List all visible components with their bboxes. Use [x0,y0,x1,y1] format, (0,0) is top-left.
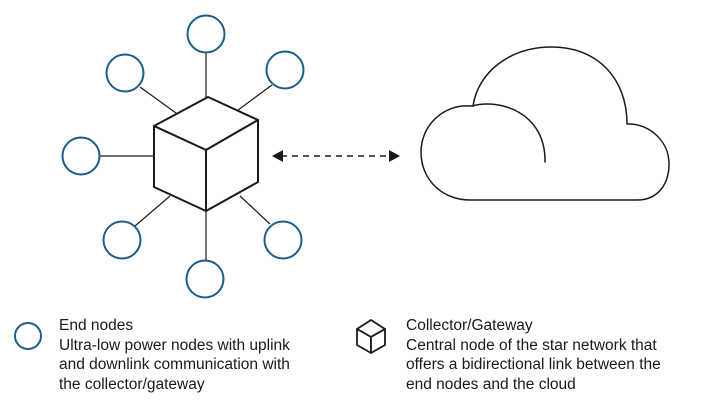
legend-collector-gateway-title: Collector/Gateway [406,317,533,334]
end-node-bottom-left [102,220,142,260]
gateway-cube-icon [153,96,259,212]
end-node-left [61,136,101,176]
legend-end-nodes: End nodes Ultra-low power nodes with upl… [59,316,290,394]
end-nodes [61,14,305,299]
legend-cube-icon [356,319,386,354]
legend-collector-gateway-desc-line-3: end nodes and the cloud [406,375,576,393]
legend-end-nodes-desc-line-1: Ultra-low power nodes with uplink [59,336,290,354]
legend-collector-gateway-desc-line-2: offers a bidirectional link between the [406,356,661,373]
legend-end-nodes-desc-line-3: the collector/gateway [59,375,205,393]
end-node-bottom [185,259,225,299]
legend-collector-gateway-desc-line-1: Central node of the star network that [406,336,657,354]
spoke-bottom-left [134,195,171,227]
end-node-bottom-right [263,220,303,260]
end-node-top [186,14,226,54]
legend-collector-gateway: Collector/Gateway Central node of the st… [406,316,661,394]
legend-end-nodes-desc-line-2: and downlink communication with [59,356,290,373]
cloud-icon [420,46,670,201]
end-node-top-right [265,50,305,90]
spoke-top-left [139,86,177,114]
legend-end-nodes-title: End nodes [59,317,134,334]
cube-right-face [205,119,259,212]
end-node-top-left [105,53,145,93]
legend-circle-node-icon [14,322,42,350]
spoke-bottom-right [239,195,271,225]
dashed-bidirectional-arrow-icon [272,150,400,162]
